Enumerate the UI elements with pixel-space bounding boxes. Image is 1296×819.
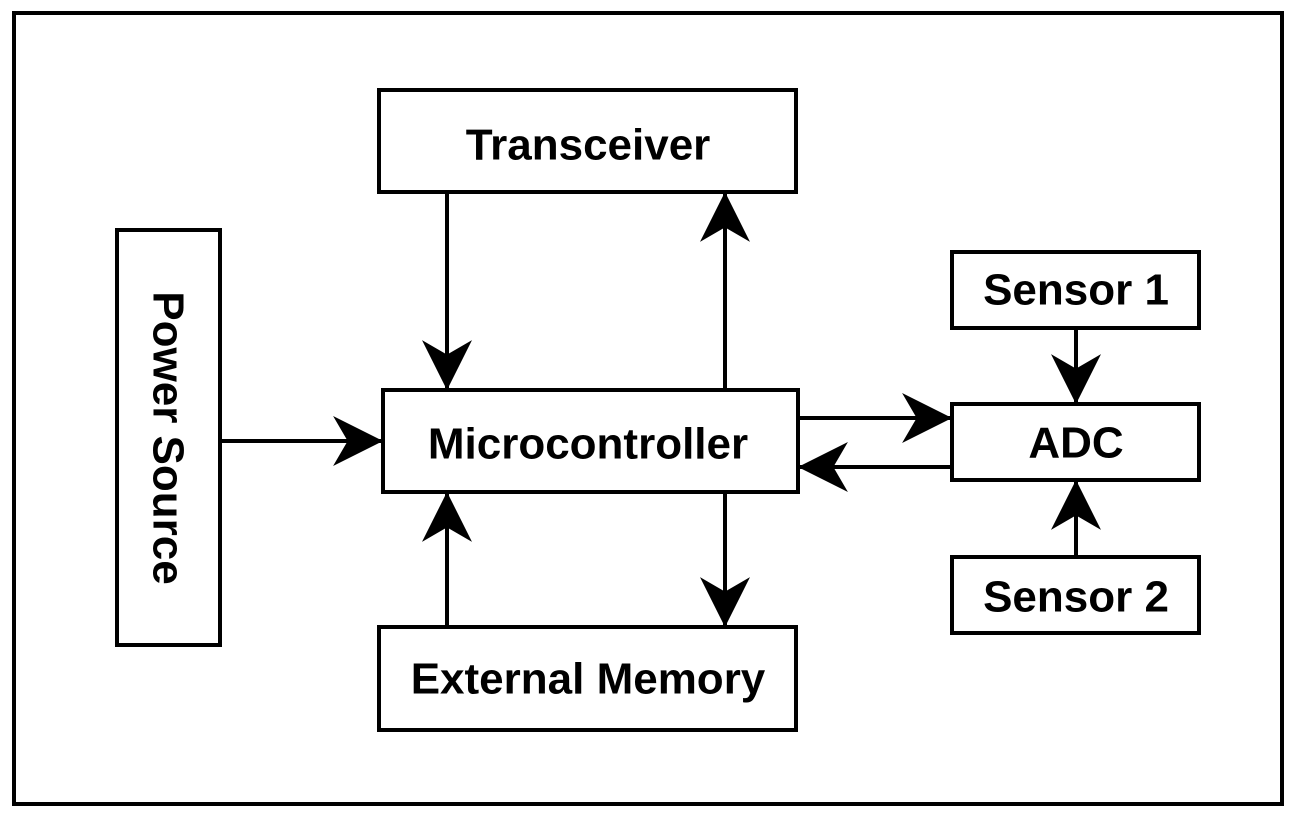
- transceiver-label: Transceiver: [466, 121, 711, 170]
- outer-frame: [12, 11, 1284, 806]
- external-memory-label: External Memory: [411, 655, 766, 704]
- power-source-label: Power Source: [144, 291, 193, 584]
- connectors: [222, 191, 1101, 628]
- adc-block: ADC: [950, 402, 1201, 482]
- microcontroller-label: Microcontroller: [428, 420, 748, 469]
- transceiver-block: Transceiver: [377, 88, 798, 194]
- adc-label: ADC: [1028, 419, 1123, 468]
- microcontroller-block: Microcontroller: [381, 388, 800, 494]
- external-memory-block: External Memory: [377, 625, 798, 732]
- sensor1-label: Sensor 1: [983, 266, 1169, 315]
- power-source-block: Power Source: [115, 228, 222, 647]
- sensor2-block: Sensor 2: [950, 555, 1201, 635]
- sensor2-label: Sensor 2: [983, 573, 1169, 622]
- sensor1-block: Sensor 1: [950, 250, 1201, 330]
